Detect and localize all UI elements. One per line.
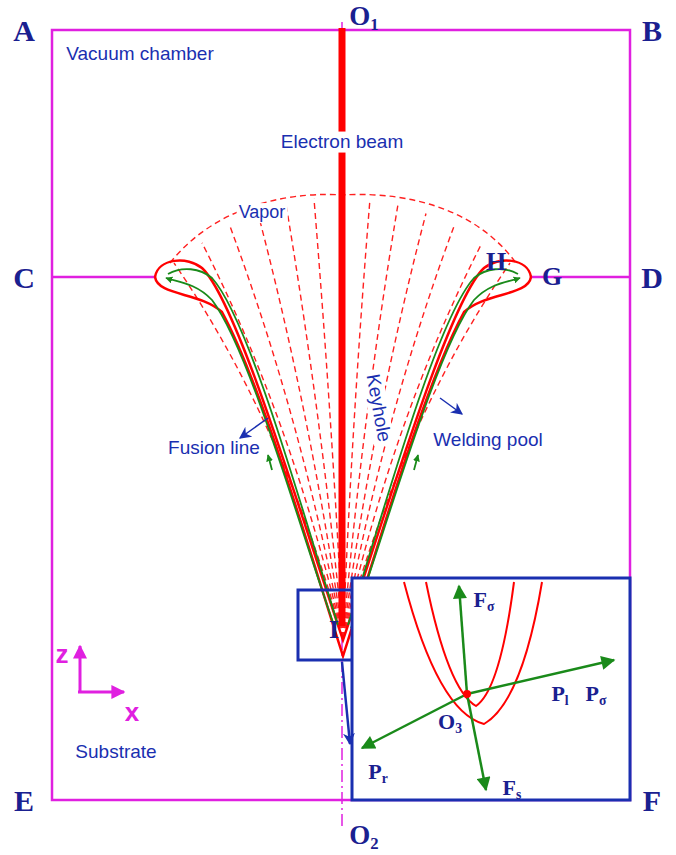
keyhole-label: Keyhole: [361, 370, 394, 445]
point-label: O2: [349, 821, 378, 851]
point-label: G: [542, 263, 562, 292]
force-label: Pr: [368, 760, 388, 784]
point-label: H: [486, 248, 506, 277]
force-label: Fs: [503, 776, 522, 800]
point-label: O1: [349, 2, 378, 32]
inset-arrow: [342, 662, 350, 744]
force-arrows: [362, 586, 614, 790]
leader-arrow: [440, 398, 462, 414]
corner-letter: D: [641, 261, 663, 294]
inset-keyhole: [404, 582, 542, 724]
axis-label: z: [56, 640, 69, 669]
x-axis: [78, 691, 124, 694]
corner-letter: A: [13, 14, 35, 47]
force-label: Fσ: [474, 588, 495, 612]
inset-frame: [352, 578, 630, 800]
force-label: Pl: [551, 682, 568, 706]
fusion-line-label: Fusion line: [168, 438, 260, 459]
z-axis: [79, 646, 82, 692]
point-label: I: [329, 616, 339, 645]
corner-letter: B: [642, 14, 662, 47]
point-label: O3: [438, 710, 462, 734]
vapor-line: [230, 226, 343, 638]
leader-arrow: [240, 418, 268, 438]
force-label: Pσ: [586, 682, 607, 706]
point-o3: [463, 690, 471, 698]
axis-label: x: [125, 698, 139, 727]
corner-letter: E: [14, 784, 34, 817]
beam-label: Electron beam: [279, 132, 406, 153]
region-label: Vacuum chamber: [66, 44, 214, 65]
corner-letter: C: [13, 261, 35, 294]
region-label: Substrate: [75, 742, 156, 763]
pool-label: Welding pool: [433, 430, 543, 451]
electron-beam: [339, 28, 346, 626]
corner-letter: F: [643, 784, 661, 817]
vapor-label: Vapor: [237, 203, 288, 223]
vapor-line: [286, 204, 343, 638]
